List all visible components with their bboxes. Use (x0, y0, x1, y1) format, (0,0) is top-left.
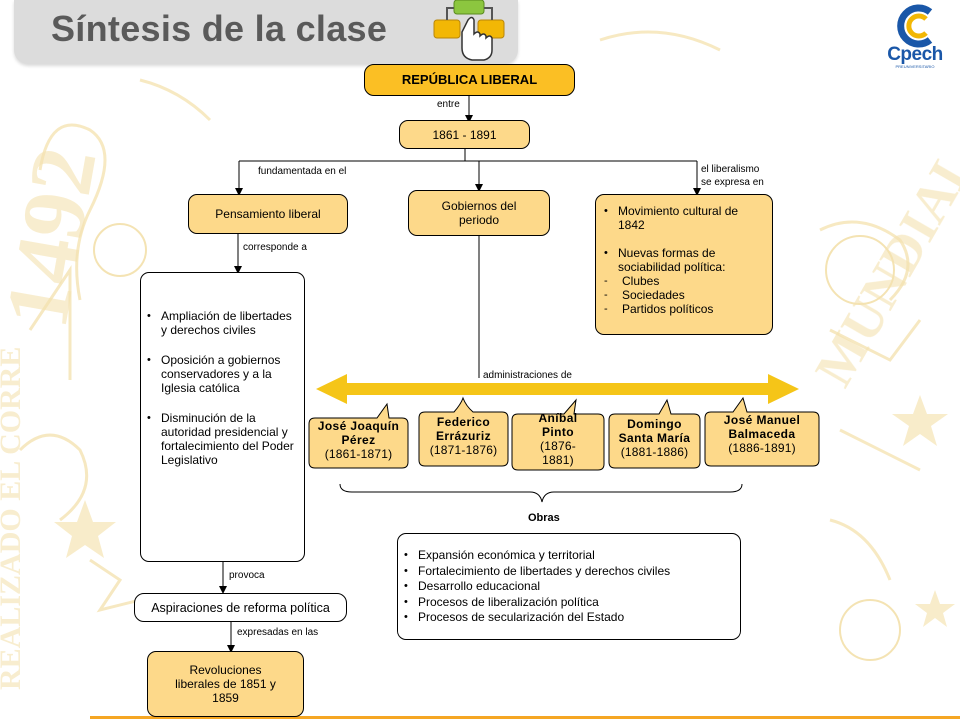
label-fundamentada: fundamentada en el (258, 166, 347, 177)
president-name: José Joaquín (317, 419, 400, 433)
president-callout: José Manuel Balmaceda (1886-1891) (703, 396, 821, 468)
ideas-box: Ampliación de libertades y derechos civi… (140, 272, 305, 562)
callout-shape (308, 402, 409, 469)
president-name: Santa María (618, 431, 691, 445)
period-box: 1861 - 1891 (399, 120, 530, 149)
president-name: Federico (436, 415, 491, 429)
pensamiento-label: Pensamiento liberal (215, 207, 321, 221)
obra-item: Desarrollo educacional (398, 579, 670, 595)
cpech-logo-mark (897, 4, 933, 48)
page-title: Síntesis de la clase (51, 8, 388, 49)
label-corresponde: corresponde a (243, 242, 307, 253)
obras-brace (339, 483, 743, 503)
period-label: 1861 - 1891 (432, 127, 497, 142)
gobiernos-box: Gobiernos del periodo (408, 190, 550, 236)
hand-clicking-diagram-icon (433, 0, 505, 61)
president-years: (1871-1876) (429, 443, 498, 457)
president-years: (1881-1886) (620, 445, 689, 459)
president-name: Aníbal (538, 411, 578, 425)
obra-item: Fortalecimiento de libertades y derechos… (398, 564, 670, 580)
president-name: Errázuriz (436, 429, 491, 443)
president-years: (1876-1881) (540, 439, 576, 467)
revoluciones-label: Revoluciones liberales de 1851 y 1859 (175, 663, 276, 705)
president-callout: José Joaquín Pérez (1861-1871) (307, 402, 410, 470)
president-name: José Manuel (723, 413, 801, 427)
label-entre: entre (437, 99, 460, 110)
callout-shape (704, 396, 820, 467)
title-bar: Síntesis de la clase (14, 0, 518, 64)
callout-shape (511, 398, 605, 471)
pensamiento-liberal-box: Pensamiento liberal (188, 194, 348, 234)
label-obras: Obras (528, 512, 560, 524)
label-provoca: provoca (229, 570, 265, 581)
gobiernos-label: Gobiernos del periodo (441, 199, 517, 227)
obras-list: Expansión económica y territorial Fortal… (398, 548, 670, 626)
idea-item: Ampliación de libertades y derechos civi… (141, 309, 298, 337)
aspiraciones-label: Aspiraciones de reforma política (151, 600, 330, 615)
president-years: (1861-1871) (324, 447, 393, 461)
cultural-box: Movimiento cultural de 1842 Nuevas forma… (595, 194, 773, 335)
idea-item: Disminución de la autoridad presidencial… (141, 411, 298, 467)
aspiraciones-box: Aspiraciones de reforma política (134, 593, 347, 622)
root-box-republica-liberal: REPÚBLICA LIBERAL (364, 64, 575, 96)
obra-item: Procesos de secularización del Estado (398, 610, 670, 626)
label-administraciones: administraciones de (483, 370, 572, 381)
cultural-item: Movimiento cultural de 1842 (598, 204, 766, 232)
president-callout: Aníbal Pinto (1876-1881) (510, 398, 606, 472)
obra-item: Procesos de liberalización política (398, 595, 670, 611)
revoluciones-box: Revoluciones liberales de 1851 y 1859 (147, 651, 304, 717)
sociability-subitem: Partidos políticos (598, 302, 766, 316)
president-callout: Federico Errázuriz (1871-1876) (417, 396, 510, 468)
label-expresa-1: el liberalismo (701, 164, 760, 175)
svg-text:REALIZADO EL CORRE: REALIZADO EL CORRE (0, 347, 27, 690)
president-years: (1886-1891) (728, 441, 796, 455)
logo-name: Cpech (887, 44, 943, 65)
idea-item: Oposición a gobiernos conservadores y a … (141, 353, 298, 395)
cpech-logo: Cpech PREUNIVERSITARIO (880, 4, 950, 69)
label-expresa-2: se expresa en (701, 177, 764, 188)
president-name: Domingo (627, 417, 682, 431)
cultural-item-label: Nuevas formas de sociabilidad política: (618, 246, 726, 274)
president-name: Balmaceda (728, 427, 796, 441)
sociability-subitem: Clubes (598, 274, 766, 288)
callout-shape (608, 398, 701, 469)
cultural-list: Movimiento cultural de 1842 Nuevas forma… (598, 204, 766, 316)
cultural-item: Nuevas formas de sociabilidad política: … (598, 246, 766, 316)
obra-item: Expansión económica y territorial (398, 548, 670, 564)
label-expresadas: expresadas en las (237, 627, 319, 638)
timeline-arrow (316, 374, 799, 404)
logo-tagline: PREUNIVERSITARIO (895, 64, 935, 69)
root-label: REPÚBLICA LIBERAL (401, 72, 538, 87)
president-name: Pérez (341, 433, 376, 447)
sociability-sublist: Clubes Sociedades Partidos políticos (598, 274, 766, 316)
obras-box: Expansión económica y territorial Fortal… (397, 533, 741, 640)
callout-shape (418, 396, 509, 467)
president-callout: Domingo Santa María (1881-1886) (607, 398, 702, 470)
president-name: Pinto (542, 425, 574, 439)
sociability-subitem: Sociedades (598, 288, 766, 302)
ideas-list: Ampliación de libertades y derechos civi… (141, 309, 298, 467)
